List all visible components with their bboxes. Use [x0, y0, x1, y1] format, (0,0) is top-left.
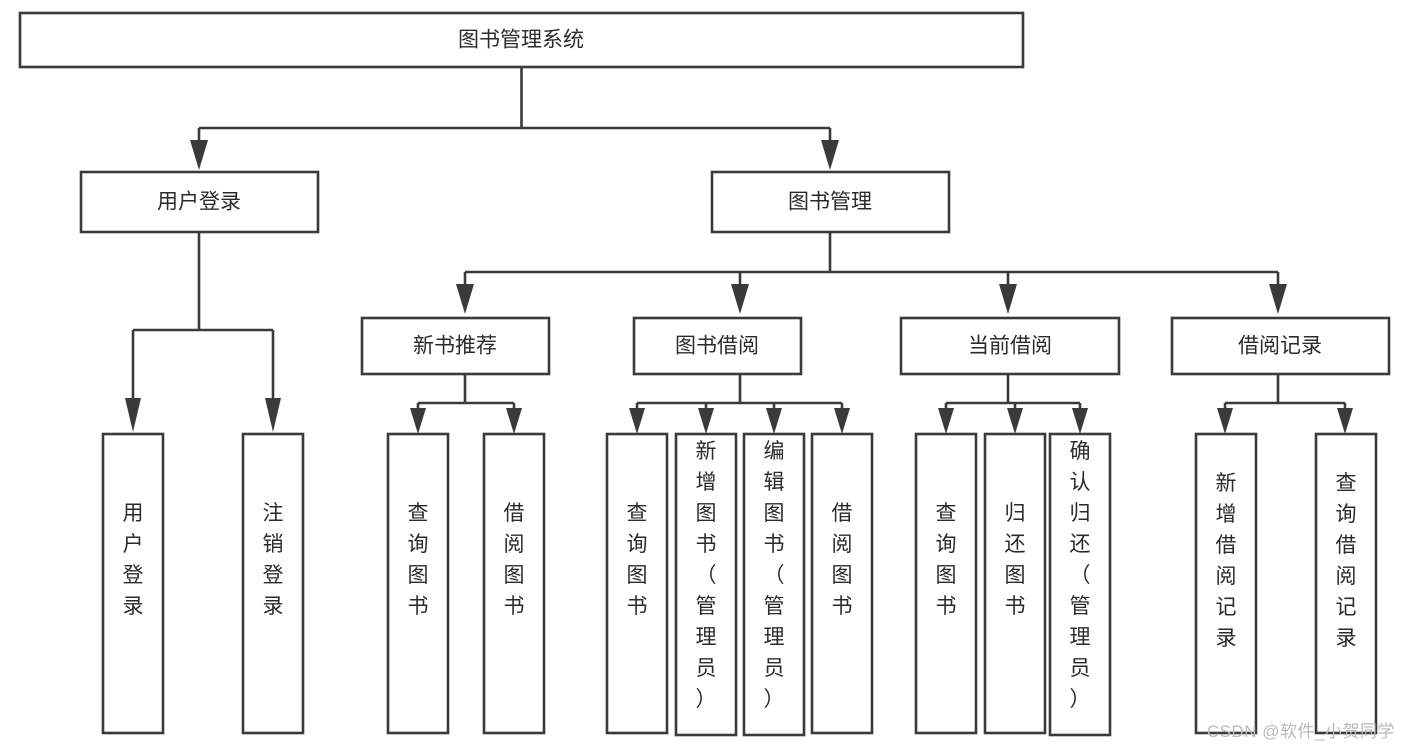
node-user-login-label: 用户登录 [157, 191, 241, 214]
node-leaf-add-book-box[interactable] [674, 432, 738, 737]
node-leaf-logout-label: 注销登录 [263, 502, 284, 618]
node-current-borrow-label: 当前借阅 [968, 335, 1052, 358]
arrow-head-leaf-edit-book [766, 408, 782, 434]
arrow-head-leaf-confirm-return [1072, 408, 1088, 434]
node-new-book-recommend[interactable]: 新书推荐 [360, 316, 551, 376]
node-leaf-edit-book-label: 编辑图书（管理员） [764, 440, 785, 711]
node-leaf-add-record-label: 新增借阅记录 [1216, 472, 1237, 650]
node-leaf-query-book-2-box[interactable] [605, 432, 669, 735]
node-leaf-borrow-book-2-box[interactable] [810, 432, 874, 735]
connector-group-borrow-record [1217, 374, 1353, 434]
node-leaf-borrow-book-1-label: 借阅图书 [504, 502, 525, 618]
node-borrow-record-label: 借阅记录 [1238, 335, 1322, 358]
node-borrow-record[interactable]: 借阅记录 [1170, 316, 1391, 376]
node-leaf-query-book-3-box[interactable] [914, 432, 978, 735]
node-book-borrow[interactable]: 图书借阅 [632, 316, 803, 376]
node-leaf-query-book-1-label: 查询图书 [408, 502, 429, 618]
arrow-head-book-management [821, 140, 839, 170]
node-leaf-add-book[interactable]: 新增图书（管理员） [674, 432, 738, 737]
node-book-management[interactable]: 图书管理 [710, 170, 951, 234]
node-leaf-query-book-3-label: 查询图书 [936, 502, 957, 618]
node-leaf-edit-book-box[interactable] [742, 432, 806, 737]
arrow-head-new-book-recommend [456, 284, 474, 314]
connector-group-book-borrow [629, 374, 850, 434]
node-leaf-borrow-book-1-box[interactable] [482, 432, 546, 735]
node-book-management-label: 图书管理 [788, 191, 872, 214]
node-leaf-add-record[interactable]: 新增借阅记录 [1194, 432, 1258, 735]
connector-group-user-login [125, 232, 281, 432]
node-leaf-borrow-book-1[interactable]: 借阅图书 [482, 432, 546, 735]
connector-group-new-book-recommend [410, 374, 522, 434]
node-book-borrow-label: 图书借阅 [675, 335, 759, 358]
connector-group-root [190, 67, 839, 170]
arrow-head-leaf-return-book [1007, 408, 1023, 434]
node-leaf-query-book-3[interactable]: 查询图书 [914, 432, 978, 735]
node-leaf-borrow-book-2-label: 借阅图书 [832, 502, 853, 618]
arrow-head-leaf-borrow-book-1 [506, 408, 522, 434]
node-book-borrow-box[interactable] [632, 316, 803, 376]
node-leaf-confirm-return-box[interactable] [1048, 432, 1112, 737]
node-leaf-logout[interactable]: 注销登录 [241, 432, 305, 735]
connector-group-book-management [456, 232, 1287, 314]
arrow-head-book-borrow [731, 284, 749, 314]
arrow-head-current-borrow [999, 284, 1017, 314]
node-root[interactable]: 图书管理系统 [18, 11, 1025, 69]
node-new-book-recommend-label: 新书推荐 [413, 335, 497, 358]
node-leaf-add-record-box[interactable] [1194, 432, 1258, 735]
node-user-login-box[interactable] [79, 170, 320, 234]
node-leaf-query-book-1[interactable]: 查询图书 [386, 432, 450, 735]
node-leaf-return-book[interactable]: 归还图书 [983, 432, 1047, 735]
node-root-label: 图书管理系统 [458, 29, 584, 52]
node-leaf-query-record[interactable]: 查询借阅记录 [1314, 432, 1378, 735]
node-new-book-recommend-box[interactable] [360, 316, 551, 376]
arrow-head-leaf-add-record [1217, 408, 1233, 434]
node-leaf-return-book-label: 归还图书 [1005, 502, 1026, 618]
node-leaf-edit-book[interactable]: 编辑图书（管理员） [742, 432, 806, 737]
node-leaf-query-book-2-label: 查询图书 [627, 502, 648, 618]
connector-group-current-borrow [938, 374, 1088, 434]
node-leaf-query-record-box[interactable] [1314, 432, 1378, 735]
arrow-head-leaf-logout [265, 398, 281, 432]
node-leaf-user-login[interactable]: 用户登录 [101, 432, 165, 735]
node-borrow-record-box[interactable] [1170, 316, 1391, 376]
node-leaf-confirm-return-label: 确认归还（管理员） [1070, 440, 1091, 711]
node-leaf-borrow-book-2[interactable]: 借阅图书 [810, 432, 874, 735]
arrow-head-borrow-record [1269, 284, 1287, 314]
node-leaf-user-login-box[interactable] [101, 432, 165, 735]
arrow-head-leaf-query-book-1 [410, 408, 426, 434]
arrow-head-leaf-user-login [125, 398, 141, 432]
node-leaf-confirm-return[interactable]: 确认归还（管理员） [1048, 432, 1112, 737]
node-leaf-user-login-label: 用户登录 [123, 502, 144, 618]
node-current-borrow-box[interactable] [899, 316, 1121, 376]
node-user-login[interactable]: 用户登录 [79, 170, 320, 234]
node-leaf-logout-box[interactable] [241, 432, 305, 735]
arrow-head-leaf-query-book-3 [938, 408, 954, 434]
node-root-box[interactable] [18, 11, 1025, 69]
arrow-head-user-login [190, 140, 208, 170]
node-leaf-query-book-1-box[interactable] [386, 432, 450, 735]
node-current-borrow[interactable]: 当前借阅 [899, 316, 1121, 376]
csdn-watermark: CSDN @软件_小贺同学 [1206, 722, 1395, 741]
node-leaf-query-record-label: 查询借阅记录 [1336, 472, 1357, 650]
arrow-head-leaf-query-record [1337, 408, 1353, 434]
node-leaf-query-book-2[interactable]: 查询图书 [605, 432, 669, 735]
arrow-head-leaf-query-book-2 [629, 408, 645, 434]
node-leaf-return-book-box[interactable] [983, 432, 1047, 735]
arrow-head-leaf-add-book [698, 408, 714, 434]
node-book-management-box[interactable] [710, 170, 951, 234]
arrow-head-leaf-borrow-book-2 [834, 408, 850, 434]
node-leaf-add-book-label: 新增图书（管理员） [696, 440, 717, 711]
